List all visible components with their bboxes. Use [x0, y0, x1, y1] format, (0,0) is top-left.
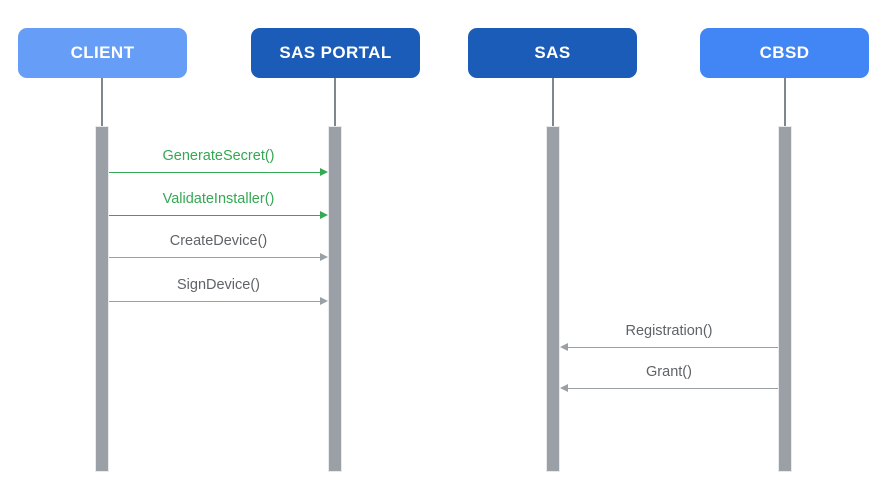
lifeline-sas: [552, 78, 554, 126]
lifeline-client: [101, 78, 103, 126]
message-arrow-sign-device: [109, 297, 328, 306]
arrow-line: [109, 214, 322, 217]
message-label-validate-installer: ValidateInstaller(): [162, 191, 275, 207]
arrow-line: [109, 171, 322, 174]
message-arrow-registration: [560, 343, 778, 352]
actor-box-client: CLIENT: [18, 28, 187, 78]
arrow-line: [566, 387, 778, 390]
message-label-sign-device: SignDevice(): [177, 277, 260, 293]
message-label-grant: Grant(): [646, 364, 692, 380]
actor-box-sas: SAS: [468, 28, 637, 78]
message-label-registration: Registration(): [625, 323, 713, 339]
arrowhead-right-icon: [320, 168, 328, 176]
activation-bar-cbsd: [778, 126, 792, 472]
arrowhead-right-icon: [320, 211, 328, 219]
actor-box-cbsd: CBSD: [700, 28, 869, 78]
arrowhead-right-icon: [320, 253, 328, 261]
arrowhead-left-icon: [560, 384, 568, 392]
lifeline-sas-portal: [334, 78, 336, 126]
message-arrow-generate-secret: [109, 168, 328, 177]
message-arrow-create-device: [109, 253, 328, 262]
actor-box-sas-portal: SAS PORTAL: [251, 28, 420, 78]
activation-bar-client: [95, 126, 109, 472]
message-label-generate-secret: GenerateSecret(): [162, 148, 275, 164]
arrow-line: [109, 300, 322, 303]
message-arrow-grant: [560, 384, 778, 393]
activation-bar-sas-portal: [328, 126, 342, 472]
arrowhead-left-icon: [560, 343, 568, 351]
message-arrow-validate-installer: [109, 211, 328, 220]
arrow-line: [109, 256, 322, 259]
arrow-line: [566, 346, 778, 349]
lifeline-cbsd: [784, 78, 786, 126]
activation-bar-sas: [546, 126, 560, 472]
arrowhead-right-icon: [320, 297, 328, 305]
message-label-create-device: CreateDevice(): [169, 233, 268, 249]
